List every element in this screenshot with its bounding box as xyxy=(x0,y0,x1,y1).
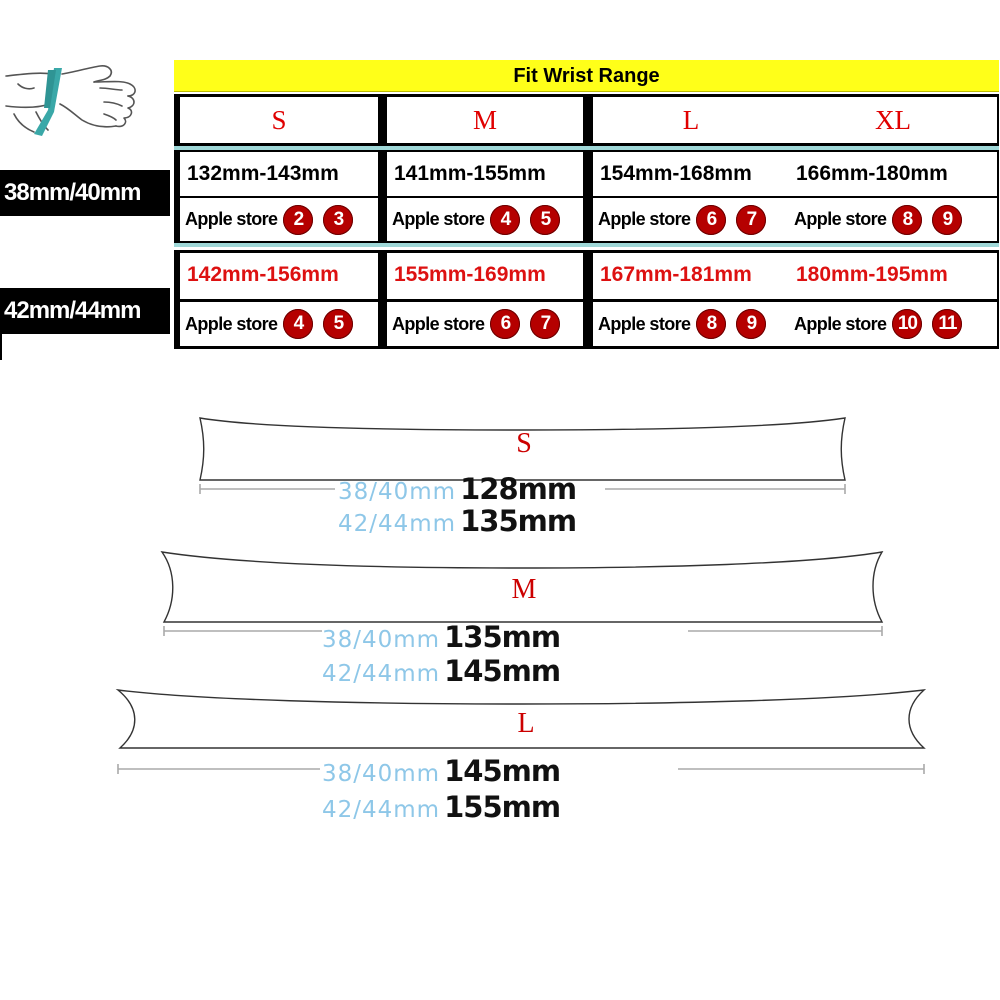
store-badge: 7 xyxy=(530,309,561,339)
band-watch-label: 42/44mm xyxy=(322,797,441,823)
store-label: Apple store xyxy=(794,313,887,334)
band-outline-m xyxy=(160,551,884,623)
store-badge: 8 xyxy=(892,204,923,235)
store-badge: 4 xyxy=(490,204,521,235)
watch-size-label-38-40: 38mm/40mm xyxy=(0,170,170,216)
band-length: 135mm xyxy=(444,620,561,654)
wrist-measure-icon xyxy=(5,65,136,136)
store-badge: 7 xyxy=(736,204,767,235)
store-badge: 2 xyxy=(283,204,314,235)
store-label: Apple store xyxy=(794,209,887,229)
range-38-40-m: 141mm-155mm xyxy=(387,152,583,196)
store-badge: 6 xyxy=(490,309,521,339)
store-badge: 8 xyxy=(696,309,727,339)
store-label: Apple store xyxy=(392,313,485,334)
measure-line-l xyxy=(117,764,925,774)
measure-line-m xyxy=(163,626,883,636)
size-table-group-38-40: 132mm-143mm 141mm-155mm 154mm-168mm 166m… xyxy=(174,150,999,243)
store-label: Apple store xyxy=(598,209,691,229)
band-outline-l xyxy=(115,689,927,749)
band-size-m: M xyxy=(511,574,537,605)
band-size-s: S xyxy=(516,428,532,459)
range-38-40-l: 154mm-168mm xyxy=(593,152,789,196)
divider-line xyxy=(174,243,999,247)
store-label: Apple store xyxy=(185,209,278,229)
fit-wrist-range-title: Fit Wrist Range xyxy=(174,60,999,92)
band-watch-label: 38/40mm xyxy=(338,479,457,505)
store-badge: 9 xyxy=(932,204,963,235)
band-outline-s xyxy=(199,417,846,481)
range-38-40-xl: 166mm-180mm xyxy=(789,152,997,196)
band-watch-label: 42/44mm xyxy=(322,661,441,687)
size-header-l: L xyxy=(593,97,789,143)
band-length: 135mm xyxy=(460,504,577,538)
store-label: Apple store xyxy=(185,313,278,334)
size-header-row: S M L XL xyxy=(174,94,999,146)
store-badge: 4 xyxy=(283,309,314,339)
size-header-m: M xyxy=(387,97,583,143)
range-42-44-s: 142mm-156mm xyxy=(180,253,378,299)
band-size-l: L xyxy=(517,708,535,739)
store-badge: 5 xyxy=(530,204,561,235)
store-badge: 5 xyxy=(323,309,354,339)
band-watch-label: 38/40mm xyxy=(322,761,441,787)
range-42-44-l: 167mm-181mm xyxy=(593,253,789,299)
watch-size-label-42-44: 42mm/44mm xyxy=(0,288,170,334)
divider-line xyxy=(174,146,999,150)
store-label: Apple store xyxy=(392,209,485,229)
label-edge xyxy=(0,334,2,360)
band-watch-label: 38/40mm xyxy=(322,627,441,653)
store-badge: 6 xyxy=(696,204,727,235)
band-length: 145mm xyxy=(444,754,561,788)
band-length: 155mm xyxy=(444,790,561,824)
size-header-s: S xyxy=(180,97,378,143)
measure-line-s xyxy=(199,484,846,494)
band-length: 128mm xyxy=(460,472,577,506)
band-length: 145mm xyxy=(444,654,561,688)
range-42-44-xl: 180mm-195mm xyxy=(789,253,997,299)
store-badge: 11 xyxy=(932,309,963,339)
band-watch-label: 42/44mm xyxy=(338,511,457,537)
store-label: Apple store xyxy=(598,313,691,334)
range-38-40-s: 132mm-143mm xyxy=(180,152,378,196)
store-badge: 3 xyxy=(323,204,354,235)
size-table-group-38-40: 142mm-156mm 155mm-169mm 167mm-181mm 180m… xyxy=(174,250,999,349)
store-badge: 10 xyxy=(892,309,923,339)
store-badge: 9 xyxy=(736,309,767,339)
range-42-44-m: 155mm-169mm xyxy=(387,253,583,299)
size-header-xl: XL xyxy=(789,97,997,143)
